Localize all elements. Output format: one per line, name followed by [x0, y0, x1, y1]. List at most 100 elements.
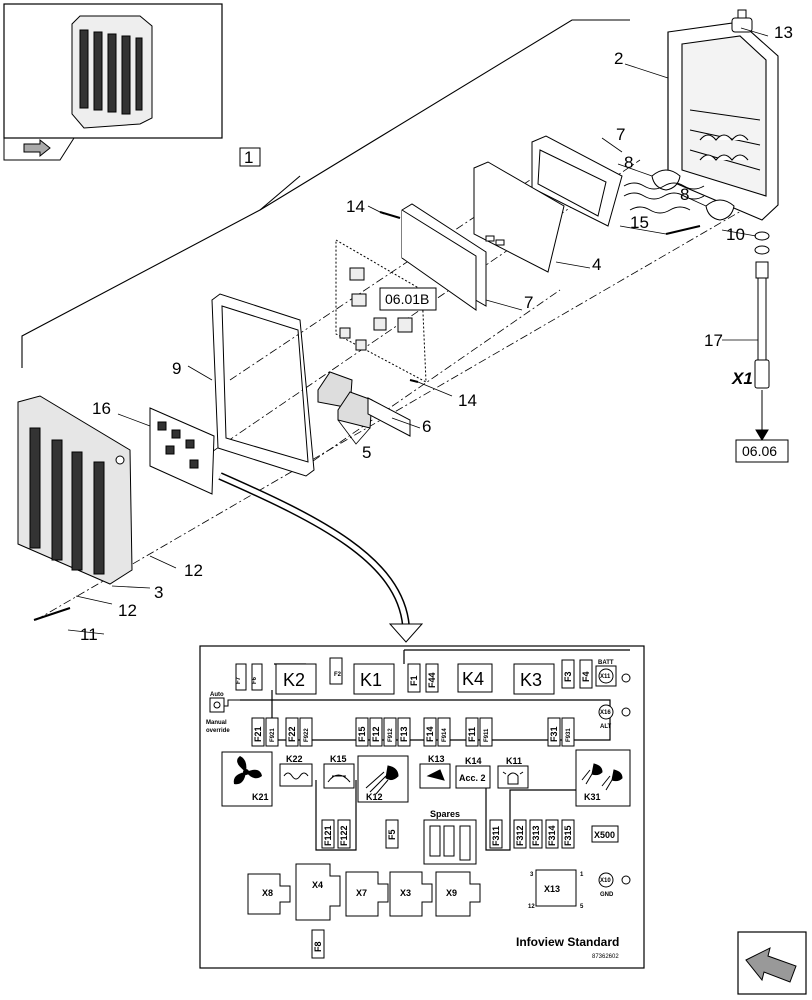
- pin-1: 1: [580, 872, 584, 878]
- fuse-f7: F7: [236, 676, 242, 684]
- work-lights-icon: [581, 763, 623, 791]
- leader-lines: [67, 27, 769, 635]
- plate-part: [473, 161, 565, 273]
- panel-part-number: 87362602: [592, 954, 619, 960]
- work-light-icon: [365, 765, 399, 795]
- detail-arrow: [218, 472, 410, 627]
- gasket-part: [211, 293, 315, 477]
- connector-x7: X7: [356, 888, 367, 898]
- fuse-f3: F3: [563, 671, 573, 682]
- connector-x4: X4: [312, 880, 323, 890]
- callout-12-lower: 12: [118, 601, 137, 620]
- terminal-alt: ALT: [600, 724, 612, 730]
- callout-3: 3: [154, 583, 163, 602]
- heater-icon: [283, 772, 309, 780]
- fuse-f44: F44: [427, 672, 437, 688]
- load-acc2: Acc. 2: [459, 773, 486, 783]
- fuse-f6: F6: [252, 676, 258, 684]
- next-page-arrow-icon[interactable]: [737, 931, 807, 995]
- load-k13: K13: [428, 754, 445, 764]
- fuse-f931: F931: [566, 728, 572, 742]
- callout-2: 2: [614, 49, 623, 68]
- terminal-batt: BATT: [598, 660, 614, 666]
- load-k11: K11: [506, 756, 522, 766]
- pin-5: 5: [580, 904, 584, 910]
- fuse-f14: F14: [425, 726, 435, 742]
- reference-06-01b[interactable]: 06.01B: [385, 291, 429, 307]
- fuse-f15: F15: [357, 726, 367, 742]
- callout-8-upper: 8: [624, 153, 633, 172]
- fuse-f922: F922: [304, 728, 310, 742]
- callout-12-upper: 12: [184, 561, 203, 580]
- vent-plug-part: [731, 9, 753, 33]
- frame-part-upper: [531, 135, 623, 227]
- fuse-f914: F914: [442, 728, 448, 742]
- callout-16: 16: [92, 399, 111, 418]
- relay-k1: K1: [360, 670, 382, 690]
- connector-x500: X500: [594, 830, 615, 840]
- manual-label: Manual: [206, 720, 227, 726]
- callout-14-lower: 14: [458, 391, 477, 410]
- load-k15: K15: [330, 754, 347, 764]
- bracket-part-6: [367, 397, 411, 437]
- auto-label: Auto: [210, 692, 224, 698]
- pin-12: 12: [528, 904, 535, 910]
- callout-8-lower: 8: [680, 185, 689, 204]
- connector-x3: X3: [400, 888, 411, 898]
- callout-5: 5: [362, 443, 371, 462]
- reference-06-06[interactable]: 06.06: [742, 443, 777, 459]
- board-part-16: [149, 407, 215, 495]
- wiper-icon: [327, 774, 351, 783]
- fuse-f911: F911: [484, 728, 490, 742]
- callout-14-upper: 14: [346, 197, 365, 216]
- callout-9: 9: [172, 359, 181, 378]
- callout-1: 1: [244, 148, 253, 167]
- screw-part-14-upper: [379, 211, 401, 219]
- fuse-f314: F314: [547, 825, 557, 846]
- fuse-f1: F1: [409, 675, 419, 686]
- terminal-gnd: GND: [600, 892, 614, 898]
- load-k14: K14: [465, 756, 482, 766]
- seal-part-upper: [651, 169, 681, 191]
- cable-part: [754, 231, 770, 441]
- fuse-f22: F22: [287, 726, 297, 742]
- circuit-board-part: [335, 239, 427, 383]
- fuse-f5: F5: [387, 829, 397, 840]
- inset-thumbnail: [3, 3, 223, 161]
- screw-part-11: [33, 607, 71, 621]
- connector-x13: X13: [544, 884, 560, 894]
- callout-10: 10: [726, 225, 745, 244]
- fuse-f12: F12: [371, 726, 381, 742]
- load-k31: K31: [584, 792, 601, 802]
- fuse-f122: F122: [339, 825, 349, 846]
- connector-part-5: [317, 371, 373, 429]
- terminal-x16: X16: [600, 710, 611, 716]
- callout-7-upper: 7: [616, 125, 625, 144]
- override-label: override: [206, 728, 230, 734]
- fuse-f2: F2: [334, 672, 342, 678]
- cover-part: [17, 395, 133, 585]
- terminal-x10: X10: [600, 878, 611, 884]
- callout-17: 17: [704, 331, 723, 350]
- panel-title: Infoview Standard: [516, 935, 619, 949]
- display-part: [401, 203, 487, 311]
- lamp-icon: [426, 769, 445, 781]
- spares-label: Spares: [430, 809, 460, 819]
- load-k22: K22: [286, 754, 303, 764]
- fuse-panel: F7 F6 F2 F1 F44 F3 F4 K2 K1 K4 K3 X11 BA…: [199, 645, 645, 969]
- relay-k3: K3: [520, 670, 542, 690]
- callout-11: 11: [80, 625, 98, 644]
- fuse-f21: F21: [253, 726, 263, 742]
- ref-box-2: [735, 439, 789, 463]
- fuse-f31: F31: [549, 726, 559, 742]
- load-k12: K12: [366, 792, 383, 802]
- fuse-f921: F921: [270, 728, 276, 742]
- connector-x8: X8: [262, 888, 273, 898]
- fuse-f312: F312: [515, 825, 525, 846]
- screw-part-15: [665, 225, 701, 235]
- connector-label: X1: [731, 369, 753, 388]
- fuse-f912: F912: [388, 728, 394, 742]
- fuse-f8: F8: [313, 941, 323, 952]
- ref-box-1: [379, 287, 437, 311]
